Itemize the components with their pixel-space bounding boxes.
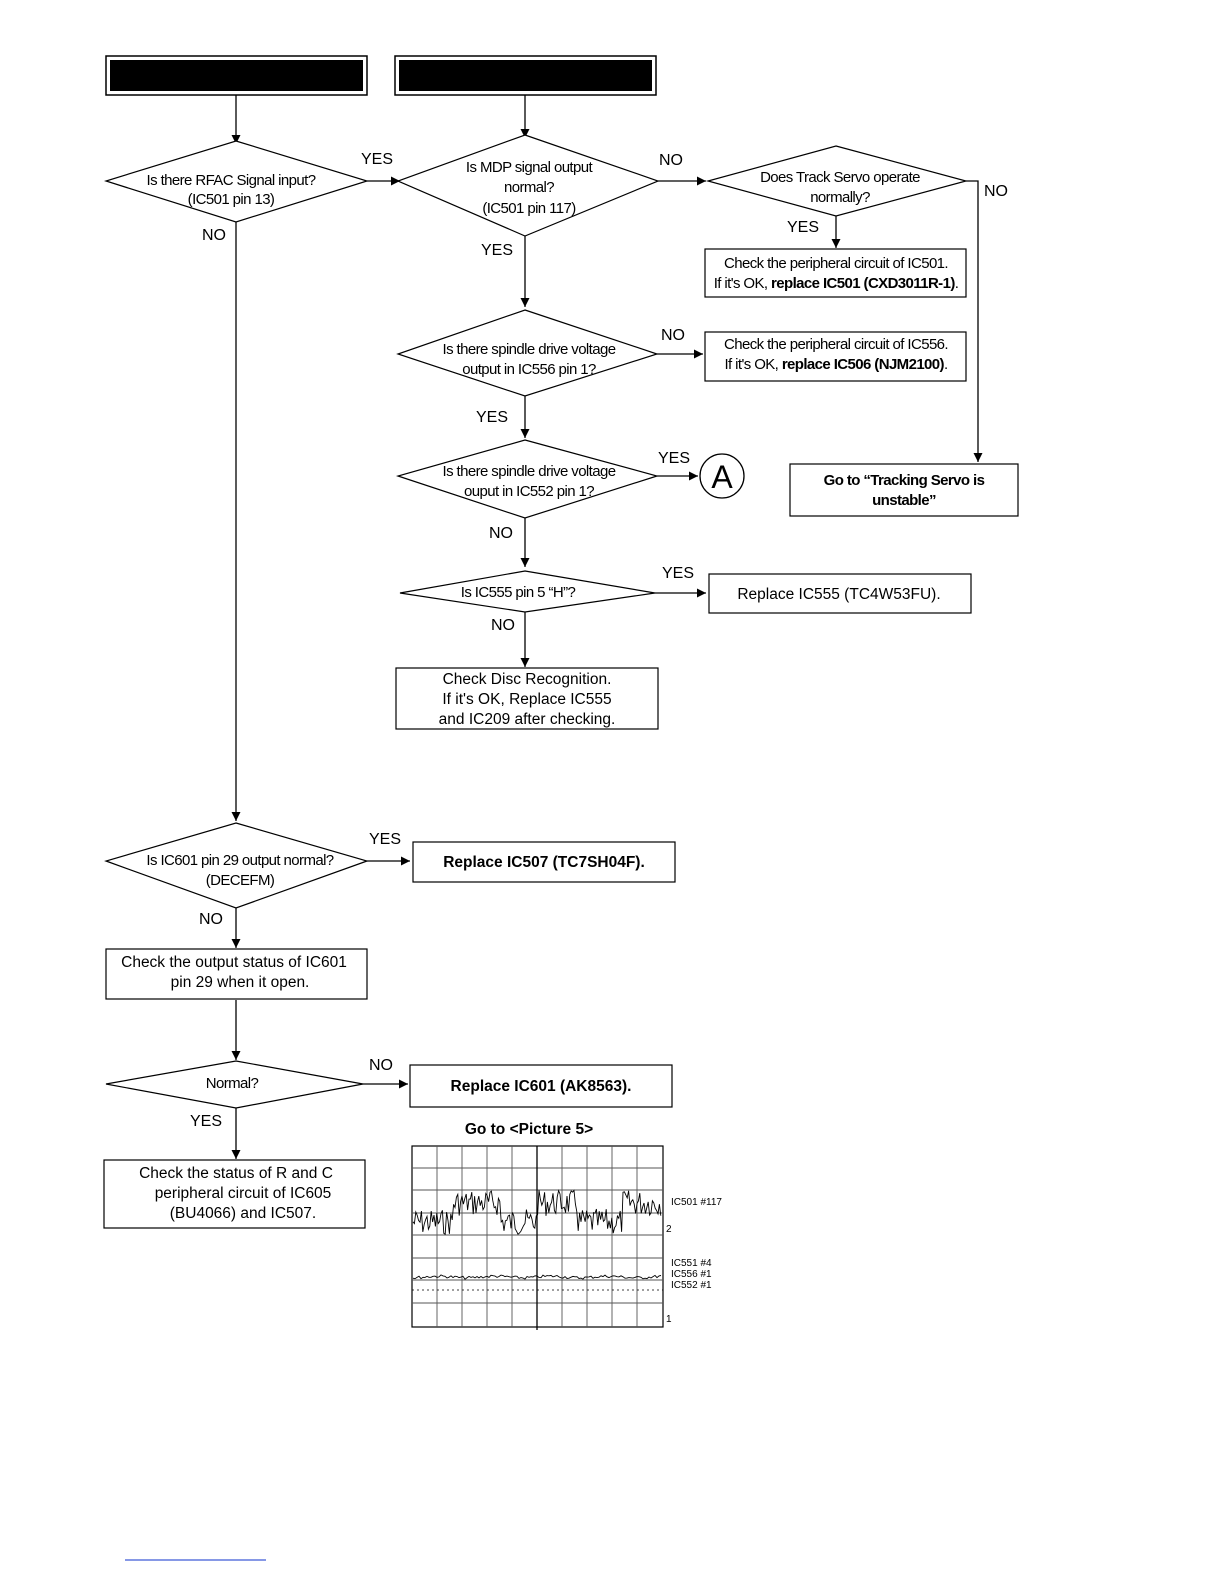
label-no: NO xyxy=(984,183,1008,200)
scope-label-ic501: IC501 #117 xyxy=(671,1197,722,1208)
decision-ic555: Is IC555 pin 5 “H”? xyxy=(399,570,656,613)
scope-trace-spindle xyxy=(412,1274,662,1280)
scope-label-ic556: IC556 #1 xyxy=(671,1269,712,1280)
header-bar-left xyxy=(105,55,368,96)
action-disc-recognition: Check Disc Recognition.If it's OK, Repla… xyxy=(395,667,659,730)
label-no: NO xyxy=(661,327,685,344)
scope-marker-1: 1 xyxy=(666,1314,672,1325)
label-no: NO xyxy=(489,525,513,542)
action-text: Check the peripheral circuit of IC501. xyxy=(724,255,948,272)
connector-a: A xyxy=(699,453,745,499)
scope-trace-ic501 xyxy=(412,1189,662,1235)
action-peripheral-ic556: Check the peripheral circuit of IC556. I… xyxy=(704,331,967,382)
action-peripheral-ic501: Check the peripheral circuit of IC501. I… xyxy=(704,248,967,298)
label-no: NO xyxy=(369,1057,393,1074)
decision-text: Is there RFAC Signal input?(IC501 pin 13… xyxy=(147,172,316,208)
action-text: Replace IC507 (TC7SH04F). xyxy=(443,854,645,871)
label-yes: YES xyxy=(481,242,513,259)
connectors xyxy=(231,95,983,1159)
action-text: Check the peripheral circuit of IC556. xyxy=(724,336,948,353)
decision-text: Is IC555 pin 5 “H”? xyxy=(461,584,576,601)
action-text: If it's OK, replace IC501 (CXD3011R-1). xyxy=(714,275,959,292)
action-replace-ic507: Replace IC507 (TC7SH04F). xyxy=(412,841,676,883)
decision-ic601-output: Is IC601 pin 29 output normal?(DECEFM) xyxy=(104,822,369,909)
action-text: If it's OK, replace IC506 (NJM2100). xyxy=(724,356,947,373)
decision-rfac: Is there RFAC Signal input?(IC501 pin 13… xyxy=(103,140,370,223)
label-no: NO xyxy=(659,152,683,169)
action-text: Replace IC555 (TC4W53FU). xyxy=(737,586,940,603)
label-no: NO xyxy=(491,617,515,634)
decision-text: Normal? xyxy=(206,1075,259,1092)
label-yes: YES xyxy=(190,1113,222,1130)
label-yes: YES xyxy=(361,151,393,168)
header-bar-right xyxy=(394,55,657,96)
scope-label-ic552: IC552 #1 xyxy=(671,1280,712,1291)
label-yes: YES xyxy=(658,450,690,467)
label-no: NO xyxy=(199,911,223,928)
connector-a-label: A xyxy=(711,459,733,495)
action-replace-ic555: Replace IC555 (TC4W53FU). xyxy=(708,573,972,614)
picture-title: Go to <Picture 5> xyxy=(465,1121,593,1138)
action-text: Replace IC601 (AK8563). xyxy=(451,1078,632,1095)
scope-marker-2: 2 xyxy=(666,1224,672,1235)
action-text: Check Disc Recognition.If it's OK, Repla… xyxy=(439,671,616,728)
decision-text: Is IC601 pin 29 output normal?(DECEFM) xyxy=(146,852,333,889)
scope-label-ic551: IC551 #4 xyxy=(671,1258,712,1269)
label-yes: YES xyxy=(476,409,508,426)
branch-labels: YES NO NO NO YES YES NO YES YES NO YES N… xyxy=(190,151,1008,1130)
oscilloscope-capture: 2 1 IC501 #117 IC551 #4 IC556 #1 IC552 #… xyxy=(411,1145,722,1330)
decision-normal: Normal? xyxy=(105,1060,364,1109)
label-yes: YES xyxy=(662,565,694,582)
flow-arrow xyxy=(966,180,983,462)
label-yes: YES xyxy=(369,831,401,848)
label-no: NO xyxy=(202,227,226,244)
label-yes: YES xyxy=(787,219,819,236)
action-replace-ic601: Replace IC601 (AK8563). xyxy=(409,1064,673,1108)
